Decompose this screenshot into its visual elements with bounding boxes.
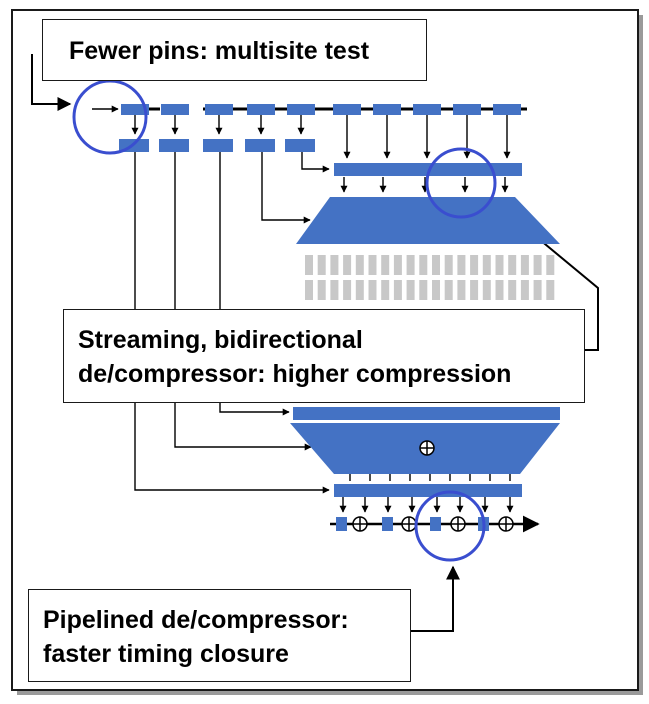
decompressor-input-cell <box>203 139 233 152</box>
bypass-arrow-1 <box>134 152 330 494</box>
blocks <box>119 104 560 532</box>
scan-chain-segment <box>495 280 504 300</box>
scan-chain-segment <box>368 255 377 275</box>
scan-chain-segment <box>355 255 364 275</box>
scan-chain-segment <box>305 280 313 300</box>
callout-fewer-pins: Fewer pins: multisite test <box>42 19 427 81</box>
pipeline-register-cell <box>336 517 347 531</box>
scan-chain-segment <box>330 255 339 275</box>
scan-chain-segment <box>393 280 402 300</box>
scan-chain-segment <box>317 280 326 300</box>
bypass-arrow-2 <box>174 152 312 451</box>
callout-streaming-pointer <box>508 214 599 351</box>
callout-pipelined-pointer <box>411 565 460 632</box>
scan-chain-segment <box>355 280 364 300</box>
callout-fewer-pins-text: Fewer pins: multisite test <box>69 37 370 65</box>
scan-chain-segment <box>482 255 491 275</box>
scan-chain-segment <box>393 255 402 275</box>
decompressor-input-cell <box>245 139 275 152</box>
highlight-ring-input <box>72 79 148 155</box>
scan-chain-segment <box>330 280 339 300</box>
callout-streaming: Streaming, bidirectional de/compressor: … <box>63 309 585 403</box>
output-register-bar <box>334 484 522 497</box>
scan-chain-segment <box>546 280 555 300</box>
scan-chain-segment <box>381 255 390 275</box>
callout-streaming-line1: Streaming, bidirectional <box>78 326 363 354</box>
scan-chain-segment <box>482 280 491 300</box>
scan-chain-segment <box>520 255 529 275</box>
shift-register-cell <box>373 104 401 115</box>
scan-chain-segment <box>432 280 440 300</box>
scan-chain-segment <box>495 255 504 275</box>
shift-register-cell <box>333 104 361 115</box>
scan-chain-segment <box>368 280 377 300</box>
bypass-arrow-3 <box>219 152 290 416</box>
scan-chain-segment <box>546 255 555 275</box>
highlight-ring-decompressor <box>425 147 497 219</box>
callout-pipelined-line2: faster timing closure <box>43 640 289 668</box>
scan-chain-segment <box>508 255 517 275</box>
rings <box>72 79 497 562</box>
decompressor-input-cell <box>159 139 189 152</box>
scan-chain-segment <box>508 280 517 300</box>
scan-chain-segment <box>520 280 529 300</box>
scan-chain-segment <box>419 280 428 300</box>
shift-register-cell <box>453 104 481 115</box>
scan-chain-segment <box>533 280 542 300</box>
scan-chain-segment <box>406 280 415 300</box>
scan-chain-segment <box>419 255 428 275</box>
shift-register-cell <box>161 104 189 115</box>
shift-register-cell <box>247 104 275 115</box>
scan-chain-segment <box>343 280 352 300</box>
cell-to-decompressor-arrow <box>261 152 311 224</box>
shift-register-cell <box>121 104 149 115</box>
highlight-ring-pipeline <box>414 490 486 562</box>
scan-chain-segment <box>317 255 326 275</box>
pipeline-register-cell <box>382 517 393 531</box>
scan-chain-segment <box>406 255 415 275</box>
scan-chain-segment <box>305 255 313 275</box>
callout-pipelined: Pipelined de/compressor: faster timing c… <box>28 589 411 682</box>
callout-streaming-line2: de/compressor: higher compression <box>78 360 512 388</box>
shift-register-cell <box>413 104 441 115</box>
scan-chain-segment <box>470 255 479 275</box>
scan-chain-segment <box>533 255 542 275</box>
lower-register-bar <box>293 407 560 420</box>
scan-chain-segment <box>457 255 466 275</box>
decompressor-input-cell <box>285 139 315 152</box>
decompressor-trapezoid <box>296 197 560 244</box>
scan-chain-segment <box>457 280 466 300</box>
scan-chain-segment <box>381 280 390 300</box>
shift-register-cell <box>205 104 233 115</box>
scan-chain-segment <box>432 255 440 275</box>
scan-chain-segment <box>444 280 453 300</box>
scan-chain-segment <box>343 255 352 275</box>
pipeline-register-cell <box>430 517 441 531</box>
callout-fewer-pins-pointer <box>31 54 72 111</box>
shift-register-cell <box>493 104 521 115</box>
cell-to-bar-arrow <box>301 152 330 173</box>
callout-pipelined-line1: Pipelined de/compressor: <box>43 606 349 634</box>
shift-register-cell <box>287 104 315 115</box>
scan-chain-segment <box>470 280 479 300</box>
upper-register-bar <box>334 163 522 176</box>
scan-chain-segment <box>444 255 453 275</box>
